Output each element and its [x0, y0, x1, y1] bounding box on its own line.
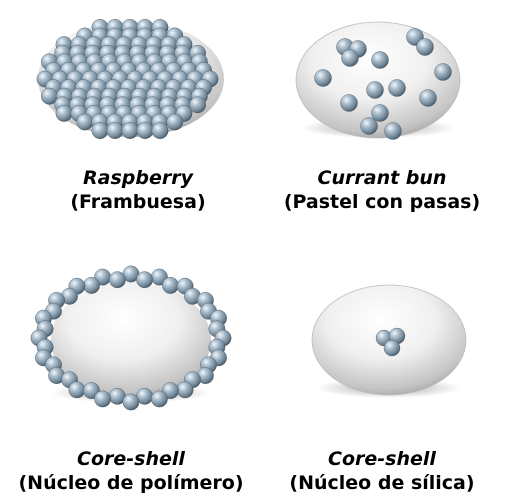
caption-core-shell-silica: Core-shell (Núcleo de sílica): [257, 447, 507, 495]
currant-bun-particle: [296, 22, 460, 140]
sphere: [94, 391, 110, 407]
sphere: [389, 80, 406, 97]
sphere: [420, 90, 437, 107]
sphere: [361, 118, 378, 135]
sphere: [77, 114, 93, 130]
caption-core-shell-silica-subtitle: (Núcleo de sílica): [257, 471, 507, 495]
caption-core-shell-silica-name: Core-shell: [257, 447, 507, 471]
sphere: [92, 122, 108, 138]
sphere: [123, 394, 139, 410]
caption-currant-bun: Currant bun (Pastel con pasas): [257, 166, 507, 214]
sphere: [56, 105, 72, 121]
sphere: [385, 123, 402, 140]
caption-core-shell-polymer-subtitle: (Núcleo de polímero): [6, 471, 256, 495]
sphere: [315, 70, 332, 87]
caption-currant-bun-name: Currant bun: [257, 166, 507, 190]
sphere: [372, 52, 389, 69]
sphere: [417, 39, 434, 56]
sphere: [136, 272, 152, 288]
sphere: [167, 114, 183, 130]
caption-currant-bun-subtitle: (Pastel con pasas): [257, 190, 507, 214]
sphere: [122, 122, 138, 138]
sphere: [109, 272, 125, 288]
sphere: [137, 122, 153, 138]
caption-raspberry-subtitle: (Frambuesa): [13, 190, 263, 214]
sphere: [83, 277, 99, 293]
sphere: [341, 95, 358, 112]
caption-core-shell-polymer-name: Core-shell: [6, 447, 256, 471]
core-shell-silica-particle: [312, 285, 466, 398]
raspberry-particle: [37, 19, 224, 139]
sphere: [162, 277, 178, 293]
caption-raspberry-name: Raspberry: [13, 166, 263, 190]
sphere: [177, 382, 193, 398]
sphere: [384, 340, 400, 356]
caption-core-shell-polymer: Core-shell (Núcleo de polímero): [6, 447, 256, 495]
sphere: [152, 122, 168, 138]
sphere: [367, 82, 384, 99]
sphere: [435, 64, 452, 81]
sphere: [107, 122, 123, 138]
caption-raspberry: Raspberry (Frambuesa): [13, 166, 263, 214]
sphere: [69, 382, 85, 398]
sphere: [342, 50, 359, 67]
sphere: [151, 391, 167, 407]
core-shell-polymer-particle: [31, 266, 231, 410]
